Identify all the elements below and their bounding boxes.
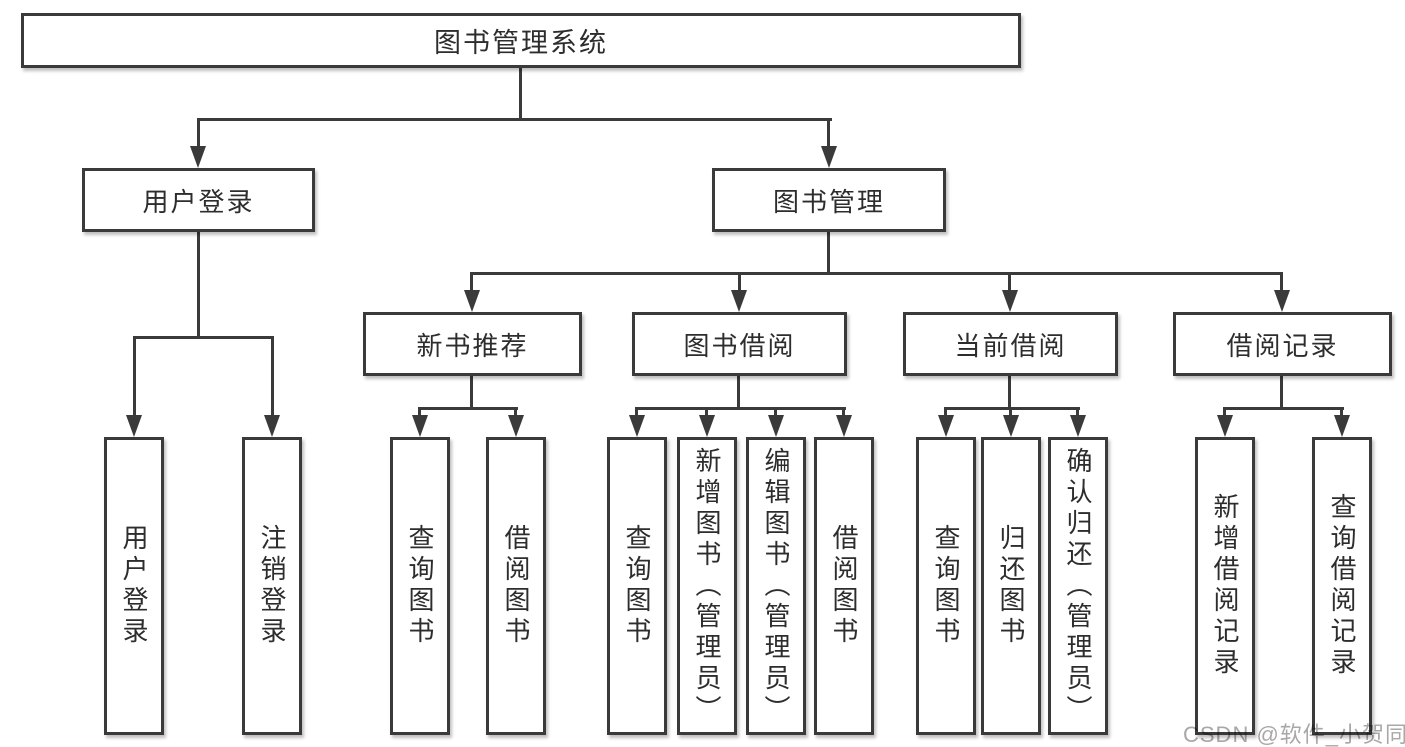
arrow-down-icon (264, 415, 280, 437)
node-label: 借阅记录 (1226, 330, 1339, 361)
connector-hline (470, 272, 1283, 275)
node-current-borrowing: 当前借阅 (903, 312, 1118, 376)
node-label: 图书借阅 (683, 330, 796, 361)
connector-vline (197, 118, 200, 150)
node-label: 编辑图书（管理员） (761, 446, 791, 726)
node-label: 图书管理系统 (434, 28, 608, 58)
leaf-query-books-borrow: 查询图书 (607, 437, 667, 735)
connector-vline (1009, 407, 1012, 419)
connector-vline (842, 407, 845, 419)
node-label: 查询图书 (931, 524, 961, 648)
leaf-borrow-books-borrow: 借阅图书 (814, 437, 874, 735)
arrow-down-icon (1217, 415, 1233, 437)
connector-vline (635, 407, 638, 419)
connector-vline (197, 232, 200, 338)
connector-vline (470, 272, 473, 292)
node-label: 新增图书（管理员） (692, 446, 722, 726)
leaf-logout: 注销登录 (242, 437, 302, 735)
node-book-management: 图书管理 (712, 168, 946, 232)
connector-vline (944, 407, 947, 419)
node-library-management-system: 图书管理系统 (21, 13, 1021, 68)
arrow-down-icon (1070, 415, 1086, 437)
leaf-query-borrow-record: 查询借阅记录 (1312, 437, 1372, 735)
leaf-return-books: 归还图书 (981, 437, 1041, 735)
connector-vline (827, 232, 830, 274)
leaf-add-books-admin: 新增图书（管理员） (677, 437, 737, 735)
connector-vline (271, 336, 274, 421)
arrow-down-icon (768, 415, 784, 437)
node-label: 图书管理 (772, 186, 885, 217)
node-label: 查询借阅记录 (1327, 493, 1357, 679)
connector-vline (1008, 376, 1011, 409)
connector-vline (738, 272, 741, 292)
arrow-down-icon (508, 415, 524, 437)
leaf-confirm-return-admin: 确认归还（管理员） (1048, 437, 1108, 735)
connector-vline (1076, 407, 1079, 419)
leaf-query-books-current: 查询图书 (916, 437, 976, 735)
connector-vline (1008, 272, 1011, 292)
connector-hline (1223, 407, 1344, 410)
leaf-query-books-recommend: 查询图书 (390, 437, 450, 735)
node-label: 查询图书 (405, 524, 435, 648)
node-label: 当前借阅 (954, 330, 1067, 361)
connector-hline (635, 407, 846, 410)
arrow-down-icon (821, 146, 837, 168)
node-label: 新增借阅记录 (1210, 493, 1240, 679)
arrow-down-icon (731, 290, 747, 312)
node-label: 归还图书 (996, 524, 1026, 648)
connector-vline (470, 376, 473, 409)
node-label: 用户登录 (119, 524, 149, 648)
node-borrowing-records: 借阅记录 (1173, 312, 1392, 376)
node-label: 注销登录 (257, 524, 287, 648)
csdn-watermark: CSDN @软件_小贺同学 (1183, 722, 1405, 747)
connector-hline (944, 407, 1080, 410)
leaf-borrow-books-recommend: 借阅图书 (486, 437, 546, 735)
arrow-down-icon (938, 415, 954, 437)
leaf-add-borrow-record: 新增借阅记录 (1195, 437, 1255, 735)
arrow-down-icon (629, 415, 645, 437)
connector-vline (1340, 407, 1343, 419)
arrow-down-icon (126, 415, 142, 437)
connector-vline (1280, 376, 1283, 409)
connector-vline (705, 407, 708, 419)
leaf-edit-books-admin: 编辑图书（管理员） (746, 437, 806, 735)
arrow-down-icon (699, 415, 715, 437)
connector-vline (774, 407, 777, 419)
node-user-login: 用户登录 (82, 168, 315, 232)
connector-vline (1223, 407, 1226, 419)
connector-vline (737, 376, 740, 409)
connector-hline (418, 407, 518, 410)
leaf-user-login: 用户登录 (104, 437, 164, 735)
arrow-down-icon (1274, 290, 1290, 312)
node-label: 确认归还（管理员） (1063, 446, 1093, 726)
arrow-down-icon (1002, 290, 1018, 312)
connector-vline (514, 407, 517, 419)
arrow-down-icon (190, 146, 206, 168)
arrow-down-icon (1334, 415, 1350, 437)
connector-vline (418, 407, 421, 419)
node-label: 借阅图书 (829, 524, 859, 648)
connector-vline (827, 118, 830, 150)
connector-hline (133, 336, 274, 339)
connector-vline (133, 336, 136, 421)
arrow-down-icon (464, 290, 480, 312)
connector-vline (519, 68, 522, 120)
node-label: 用户登录 (142, 186, 255, 217)
connector-hline (197, 118, 832, 121)
arrow-down-icon (1003, 415, 1019, 437)
node-label: 查询图书 (622, 524, 652, 648)
node-new-book-recommendation: 新书推荐 (363, 312, 582, 376)
node-label: 借阅图书 (501, 524, 531, 648)
connector-vline (1280, 272, 1283, 292)
node-label: 新书推荐 (416, 330, 529, 361)
arrow-down-icon (412, 415, 428, 437)
arrow-down-icon (836, 415, 852, 437)
node-book-borrowing: 图书借阅 (632, 312, 847, 376)
